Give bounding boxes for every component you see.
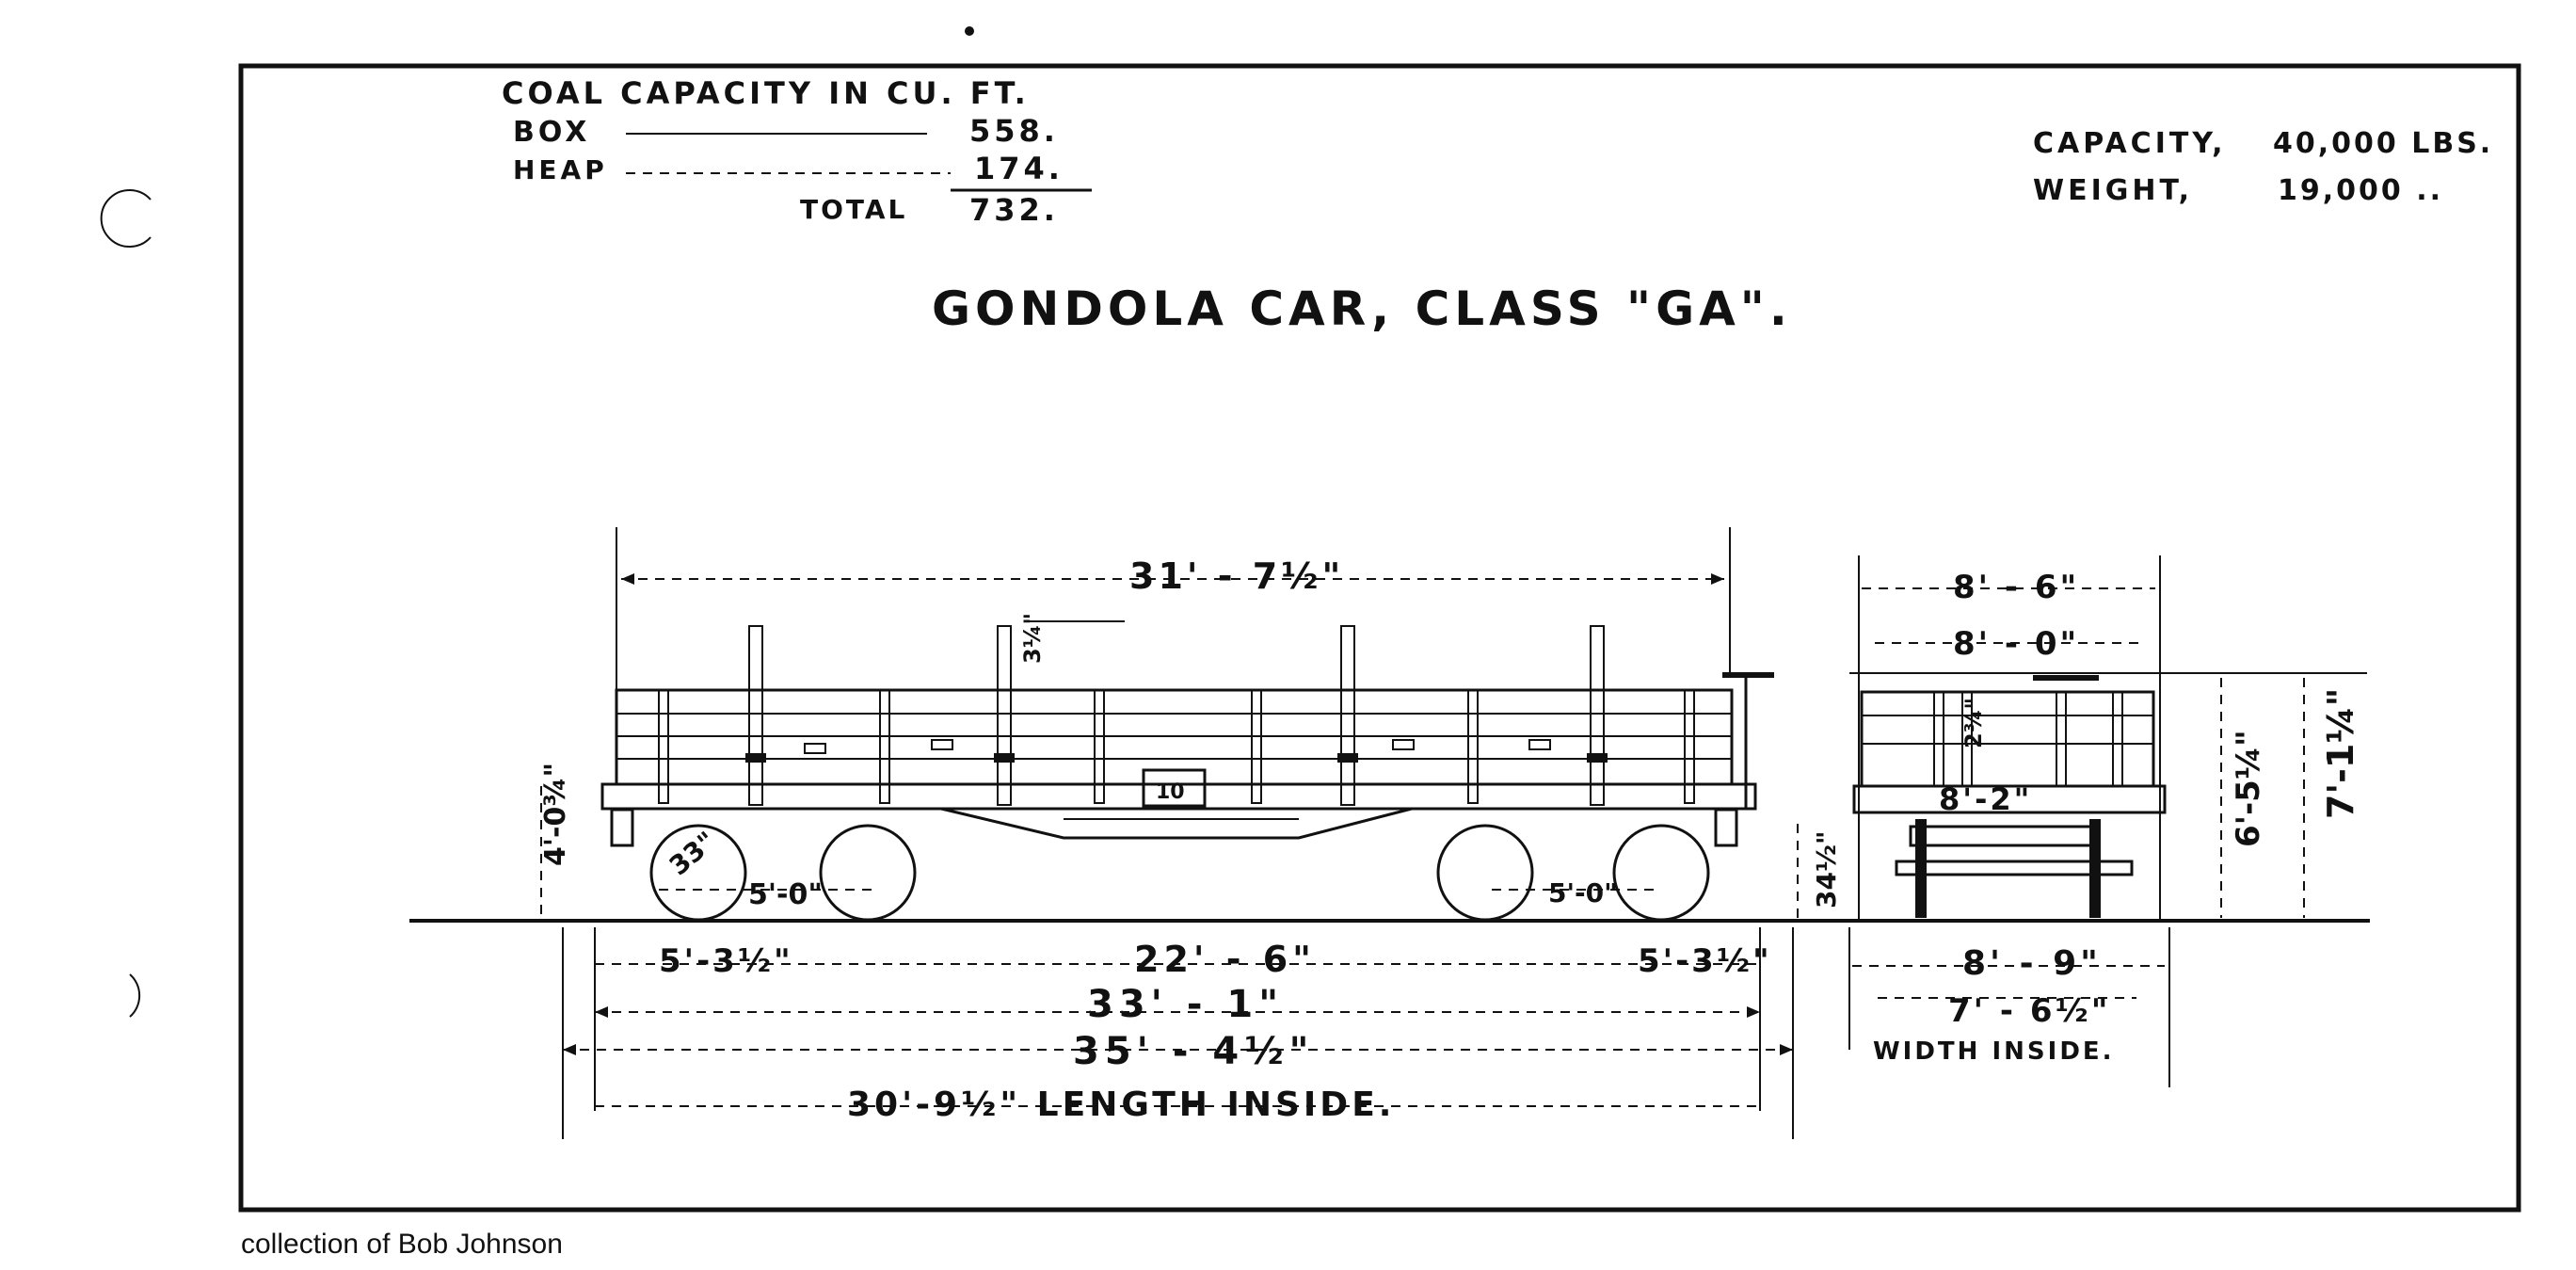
end-dimensions <box>1848 587 2305 1087</box>
weight-value: 19,000 .. <box>2278 174 2443 207</box>
dim-wheelbase-left: 5'-0" <box>748 878 823 911</box>
end-elevation <box>1849 555 2367 923</box>
dim-offset-right: 5'-3½" <box>1638 942 1772 980</box>
capacity-label: CAPACITY, <box>2033 127 2226 160</box>
side-elevation: 10 <box>600 527 1774 922</box>
dim-truck-centers: 22' - 6" <box>1134 939 1316 980</box>
dim-offset-left: 5'-3½" <box>659 942 793 980</box>
drawing-frame <box>238 63 2521 1213</box>
box-label: BOX <box>513 116 590 149</box>
dim-coupler-height: 34½" <box>1811 830 1842 908</box>
dim-overall-width: 8' - 9" <box>1962 944 2102 983</box>
svg-text:10: 10 <box>1156 780 1185 804</box>
dim-top-length: 31' - 7½" <box>1129 555 1344 597</box>
heap-value: 174. <box>974 151 1064 186</box>
total-label: TOTAL <box>800 194 907 225</box>
dim-wheelbase-right: 5'-0" <box>1548 877 1618 908</box>
dim-over-bodies: 33' - 1" <box>1087 983 1284 1026</box>
total-value: 732. <box>969 192 1059 228</box>
collection-credit: collection of Bob Johnson <box>241 1229 563 1260</box>
dim-end-stake-height: 2¾" <box>1960 698 1987 748</box>
box-value: 558. <box>969 113 1059 149</box>
side-dimensions <box>540 573 1799 1139</box>
dim-overall-height: 7'-1¼" <box>2320 688 2361 819</box>
dim-side-height: 4'-0¾" <box>539 763 572 866</box>
weight-label: WEIGHT, <box>2033 174 2193 207</box>
dim-over-stakes: 8' - 6" <box>1953 569 2079 606</box>
dot-mark <box>965 26 974 36</box>
width-inside-label: WIDTH INSIDE. <box>1873 1037 2115 1066</box>
heap-label: HEAP <box>513 154 608 185</box>
dim-inside-stakes: 8' - 0" <box>1953 625 2079 663</box>
binder-hole-bottom <box>129 973 141 1018</box>
dim-length-inside: 30'-9½" LENGTH INSIDE. <box>847 1085 1395 1124</box>
drawing-title: GONDOLA CAR, CLASS "GA". <box>932 281 1792 336</box>
dim-sill-width: 8'-2" <box>1939 781 2032 817</box>
dim-width-inside: 7' - 6½" <box>1948 992 2110 1030</box>
dim-over-couplers: 35' - 4½" <box>1073 1030 1314 1073</box>
dim-stake-height: 3¼" <box>1019 613 1046 664</box>
capacity-heading: COAL CAPACITY IN CU. FT. <box>502 75 1030 111</box>
binder-hole-top <box>100 189 152 248</box>
dim-height-to-top: 6'-5¼" <box>2230 730 2267 847</box>
capacity-value: 40,000 LBS. <box>2273 127 2493 160</box>
